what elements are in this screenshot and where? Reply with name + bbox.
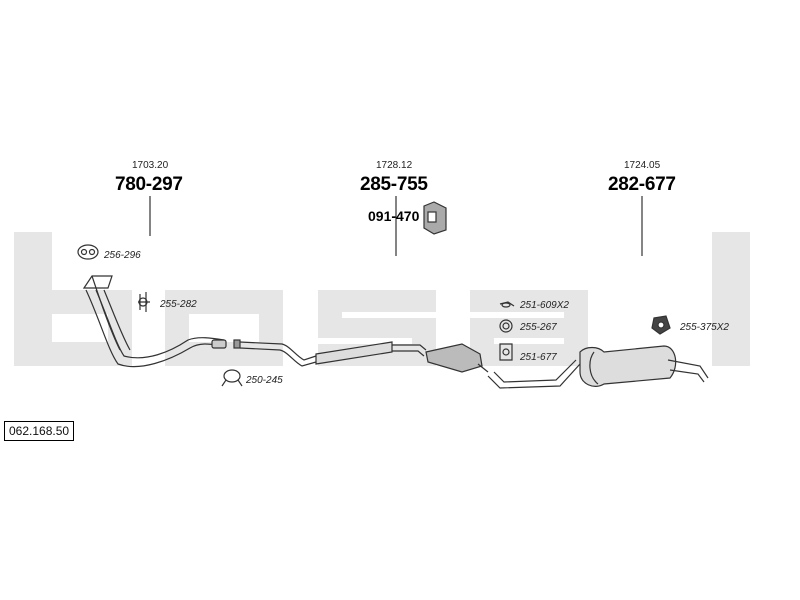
part-label-gasket[interactable]: 256-296 bbox=[104, 250, 141, 261]
ref-small-middle: 1728.12 bbox=[376, 160, 413, 171]
bolt-icon bbox=[499, 301, 515, 308]
bracket-icon bbox=[423, 201, 447, 235]
ref-small-rear: 1724.05 bbox=[624, 160, 661, 171]
part-label-clamp-ring[interactable]: 250-245 bbox=[246, 375, 283, 386]
ref-number-rear[interactable]: 282-677 bbox=[608, 174, 676, 195]
clamp-icon bbox=[138, 292, 150, 312]
ref-small-front: 1703.20 bbox=[132, 160, 169, 171]
clamp-ring-icon bbox=[221, 369, 243, 387]
sub-ref-middle[interactable]: 091-470 bbox=[368, 208, 420, 224]
hanger-icon bbox=[499, 343, 513, 361]
rear-silencer[interactable] bbox=[487, 345, 709, 389]
ref-number-middle[interactable]: 285-755 bbox=[360, 174, 428, 195]
ring-icon bbox=[499, 319, 513, 333]
gasket-icon bbox=[77, 244, 99, 260]
part-label-bolt[interactable]: 251-609X2 bbox=[520, 300, 569, 311]
part-label-rubber-mount[interactable]: 255-375X2 bbox=[680, 322, 729, 333]
rubber-mount-icon bbox=[651, 315, 671, 335]
middle-silencer[interactable] bbox=[233, 339, 489, 373]
ref-number-front[interactable]: 780-297 bbox=[115, 174, 183, 195]
catalog-code: 062.168.50 bbox=[4, 421, 75, 441]
front-pipe[interactable] bbox=[82, 275, 227, 368]
part-label-clamp[interactable]: 255-282 bbox=[160, 299, 197, 310]
part-label-hanger[interactable]: 251-677 bbox=[520, 352, 557, 363]
part-label-ring[interactable]: 255-267 bbox=[520, 322, 557, 333]
